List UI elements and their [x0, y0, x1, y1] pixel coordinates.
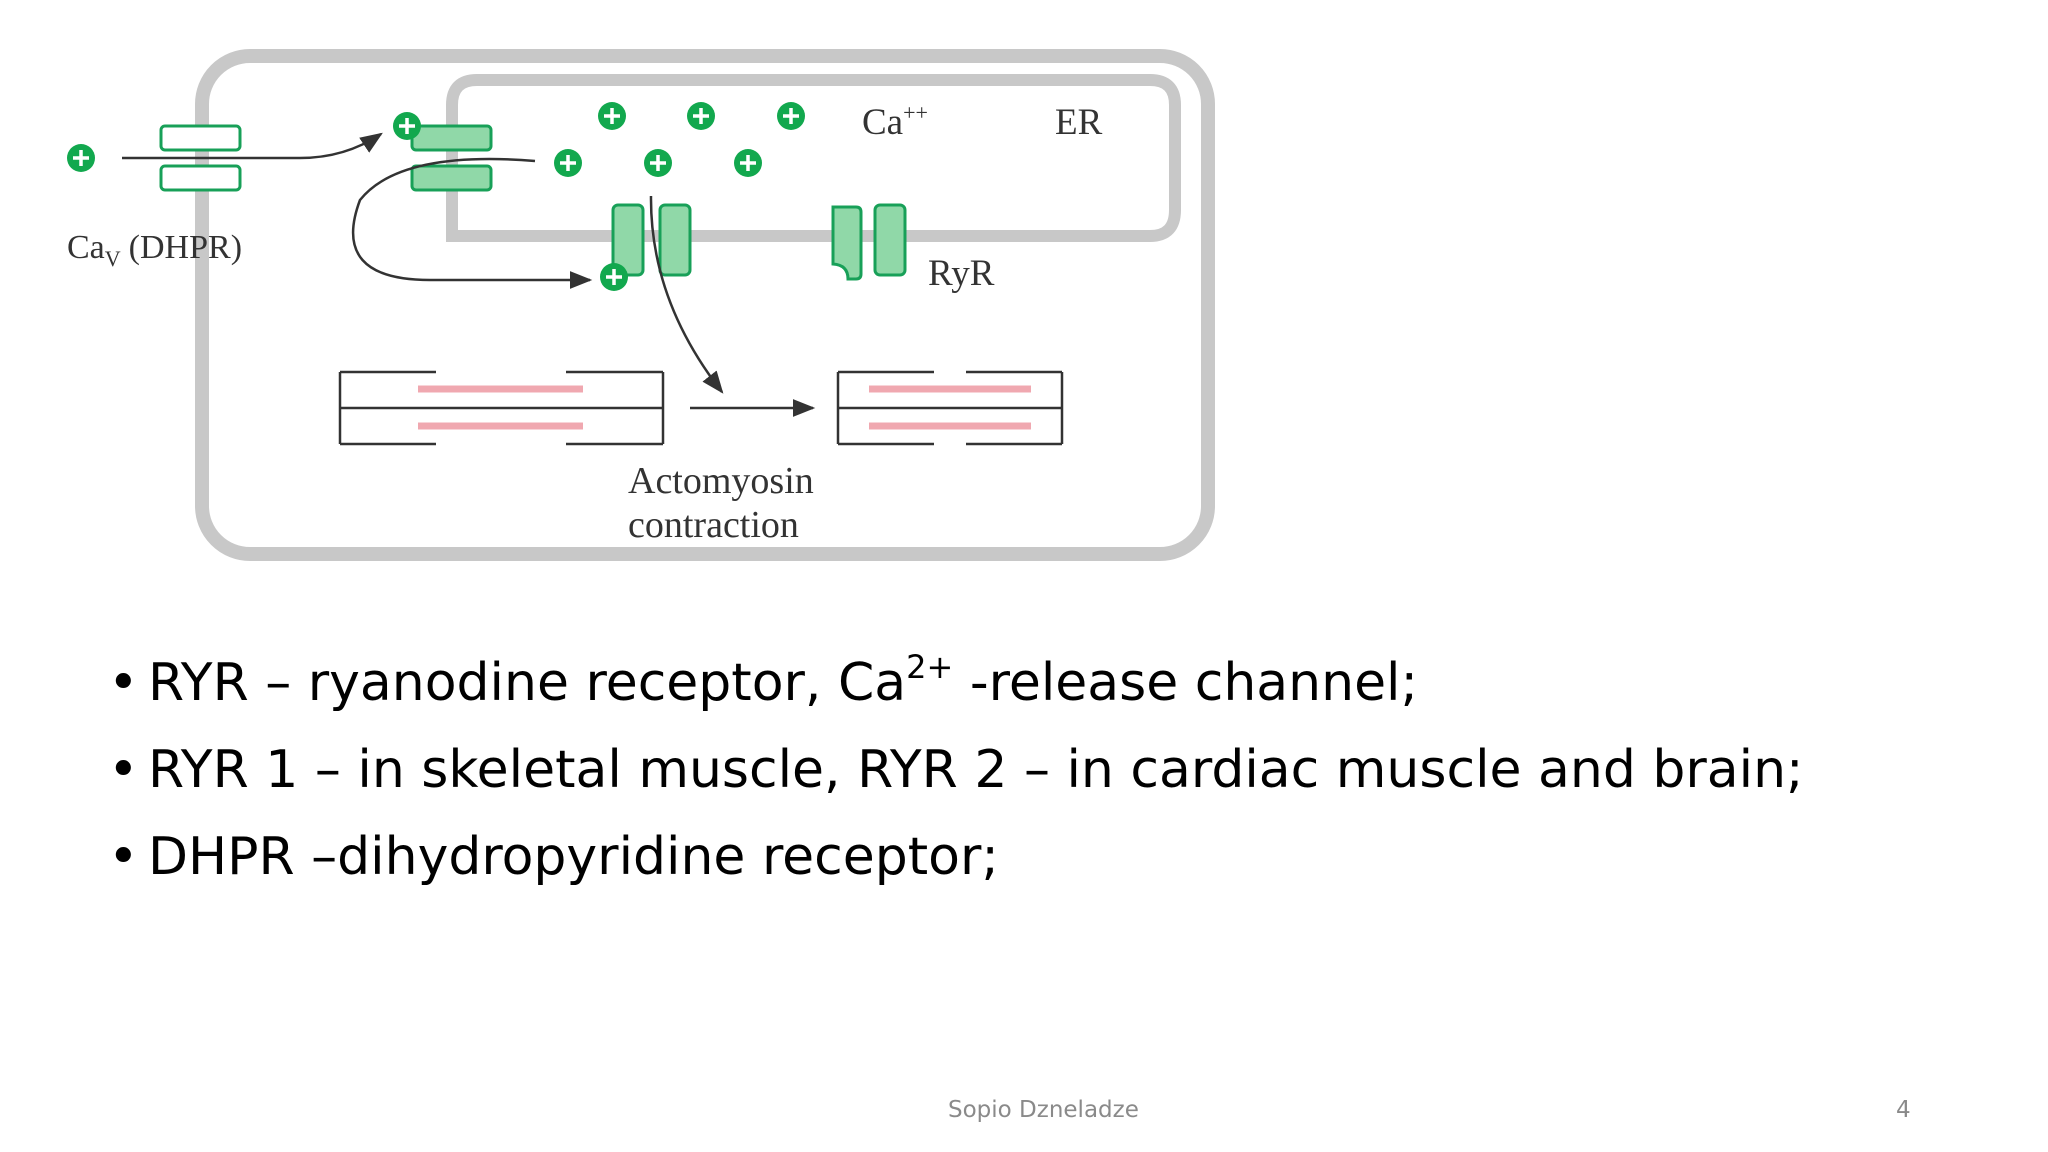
label-ryr: RyR [928, 253, 995, 294]
ryr-channel-2a [831, 205, 863, 281]
plus-circle-icon [777, 102, 805, 130]
er-channel-top [410, 124, 493, 152]
bullet-dhpr-definition: DHPR –dihydropyridine receptor; [108, 814, 1804, 901]
page-number: 4 [1896, 1097, 1911, 1123]
footer-author: Sopio Dzneladze [948, 1097, 1139, 1123]
er-membrane [446, 74, 1181, 242]
label-actomyosin: Actomyosin [628, 460, 814, 502]
ryr-channel-1b [658, 203, 692, 277]
ryr-channel-2b [873, 203, 907, 277]
sarcomere-relaxed [338, 370, 665, 446]
arrow-loop [351, 157, 593, 289]
bullet-list: RYR – ryanodine receptor, Ca2+ -release … [108, 640, 1804, 901]
plus-circle-icon [734, 149, 762, 177]
calcium-signaling-diagram: Ca++ ER CaV(DHPR) RyR Actomyosin contrac… [67, 49, 1215, 561]
dhpr-channel-bottom [159, 164, 242, 192]
sarcomere-contracted [836, 370, 1064, 446]
label-contraction: contraction [628, 504, 799, 546]
cell-membrane [195, 49, 1215, 561]
plus-circle-icon [67, 144, 95, 172]
plus-circle-icon [598, 102, 626, 130]
label-ca: Ca++ [862, 100, 928, 143]
arrow-release [649, 195, 724, 394]
arrow-entry [122, 132, 383, 160]
plus-circle-icon [554, 149, 582, 177]
er-channel-bottom [410, 164, 493, 192]
plus-circle-icon [393, 112, 421, 140]
superscript: 2+ [906, 648, 954, 686]
label-er: ER [1055, 102, 1103, 143]
plus-circle-icon [644, 149, 672, 177]
bullet-ryr-definition: RYR – ryanodine receptor, Ca2+ -release … [108, 640, 1804, 727]
ryr-channel-1a [611, 203, 645, 277]
dhpr-channel-top [159, 124, 242, 152]
plus-circle-icon [600, 263, 628, 291]
calcium-ions [67, 102, 805, 291]
plus-circle-icon [687, 102, 715, 130]
label-cav-dhpr: CaV(DHPR) [67, 229, 242, 271]
bullet-ryr-types: RYR 1 – in skeletal muscle, RYR 2 – in c… [108, 727, 1804, 814]
